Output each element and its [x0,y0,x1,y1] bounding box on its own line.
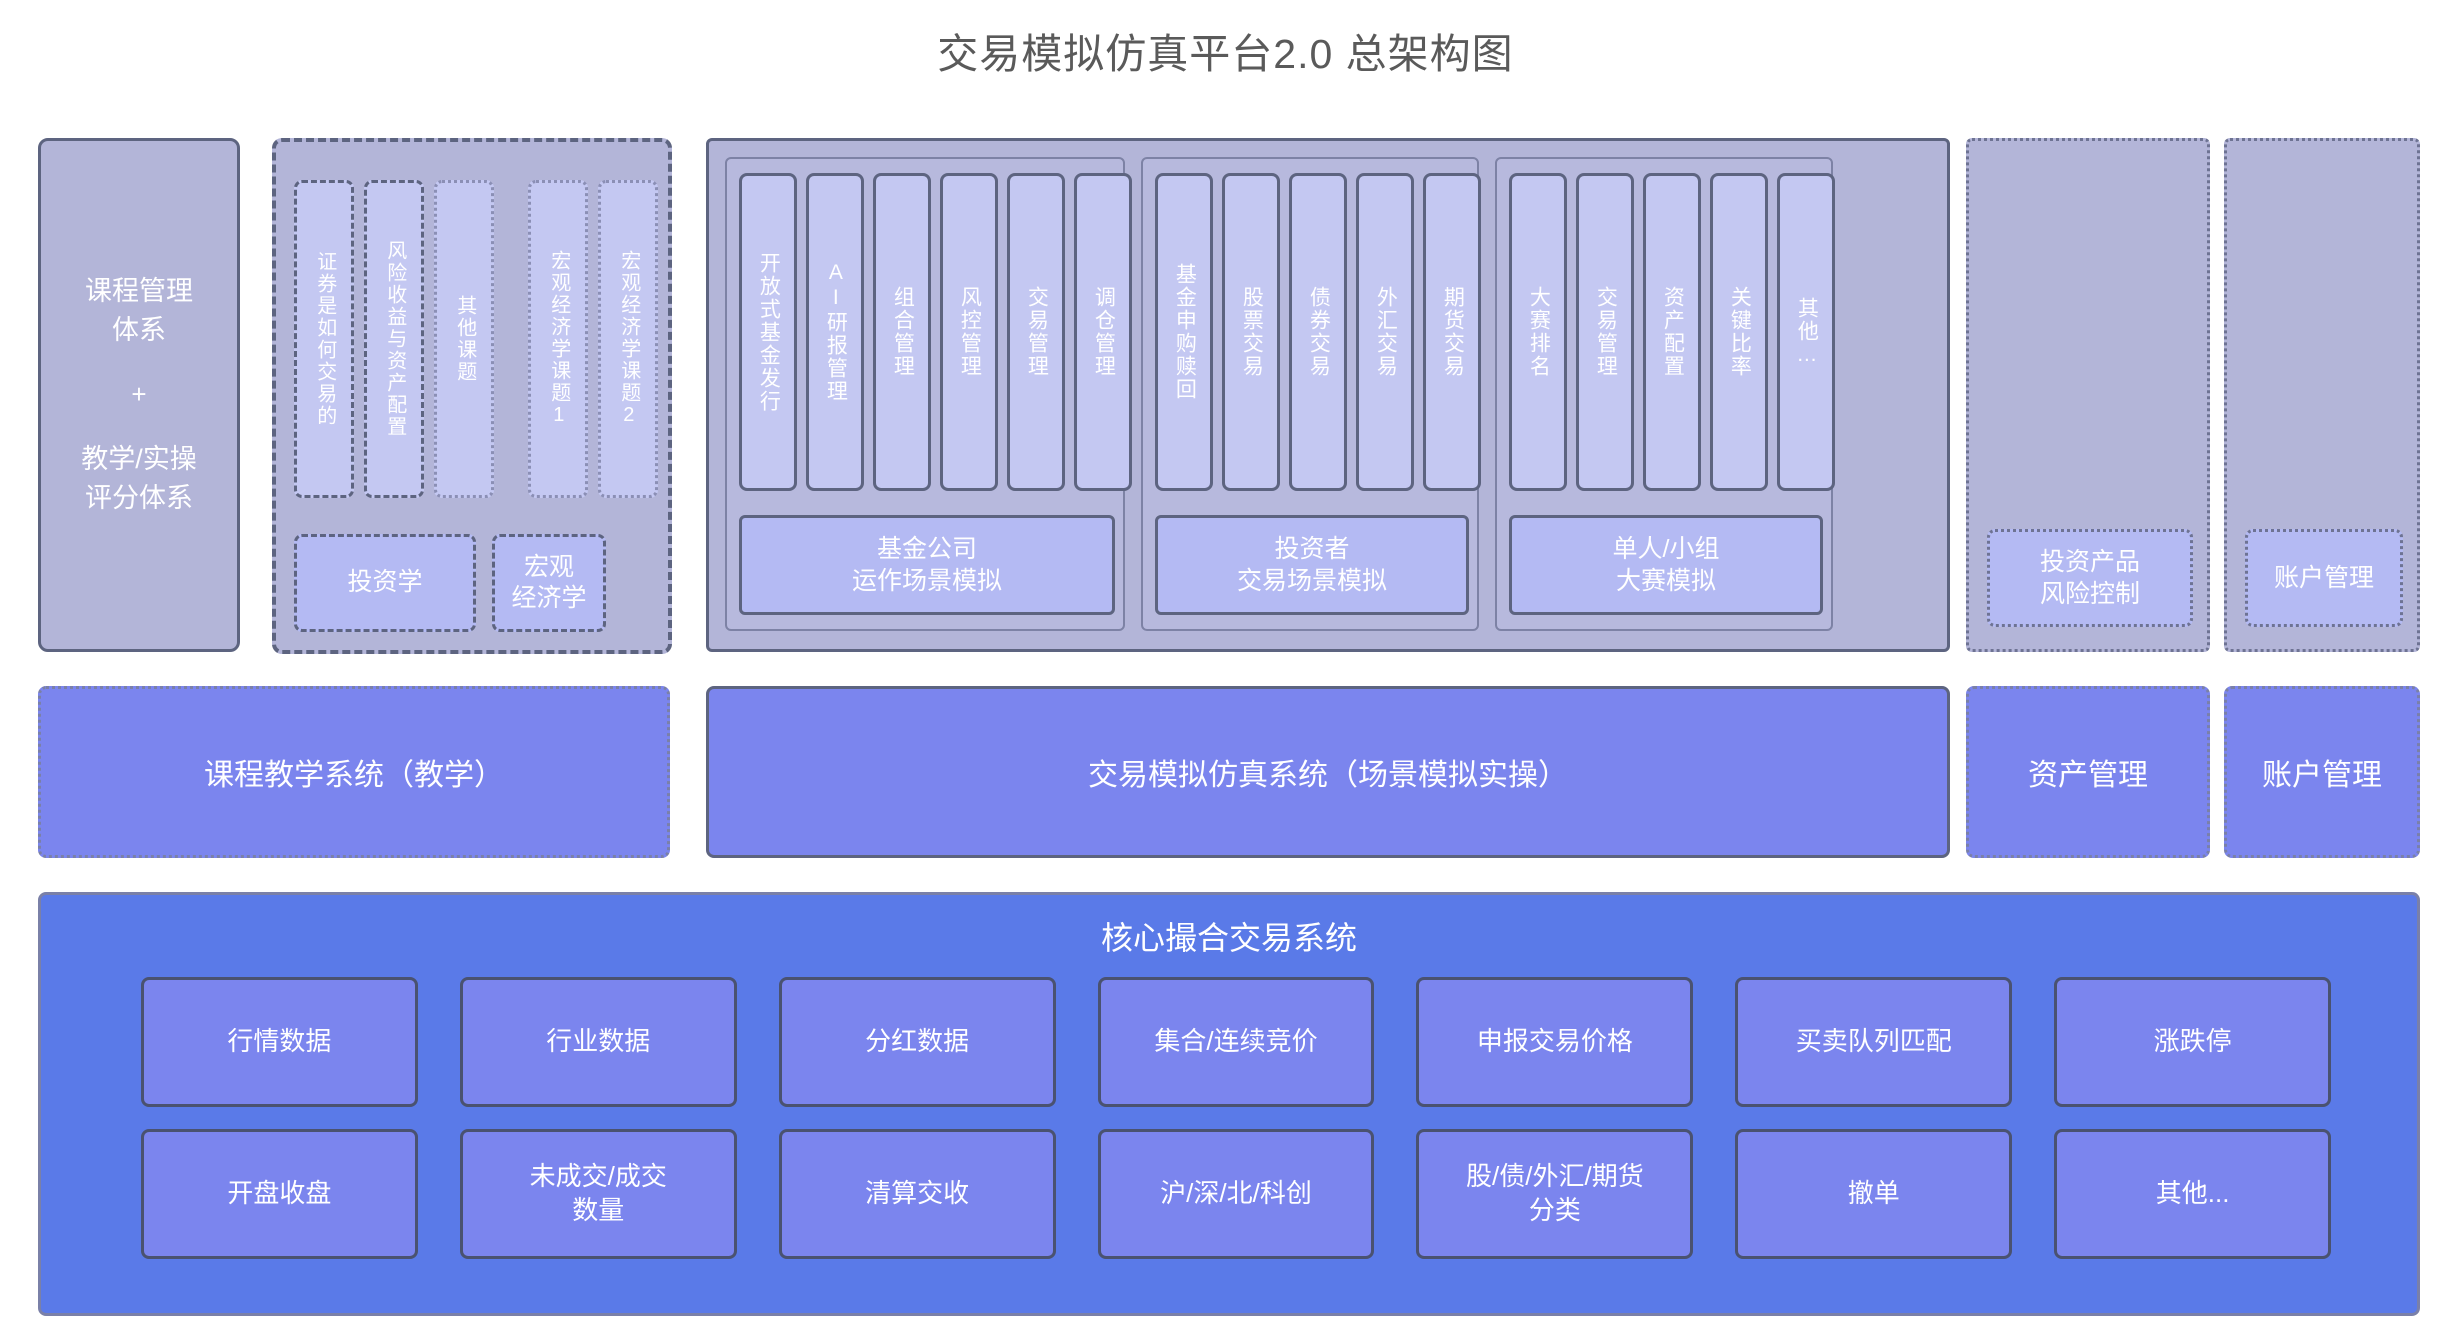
course-subject-investments[interactable]: 投资学 [294,534,476,632]
simulation-feature-panel: 开放式基金发行 AI研报管理 组合管理 风控管理 交易管理 调仓管理 其他… 基… [706,138,1950,652]
core-box-auction[interactable]: 集合/连续竞价 [1097,977,1375,1107]
core-box-other[interactable]: 其他... [2054,1129,2332,1259]
item-other-contest[interactable]: 其他… [1777,173,1835,491]
course-management-panel[interactable]: 课程管理 体系 + 教学/实操 评分体系 [38,138,240,652]
scenario-fund-company[interactable]: 基金公司 运作场景模拟 [739,515,1115,615]
core-feature-grid: 行情数据 行业数据 分红数据 集合/连续竞价 申报交易价格 买卖队列匹配 涨跌停… [141,977,2332,1259]
course-management-line3: 教学/实操 [81,443,197,474]
investor-items: 基金申购赎回 股票交易 债券交易 外汇交易 期货交易 [1155,173,1481,491]
topic-column-risk-return-allocation[interactable]: 风险收益与资产配置 [364,180,424,498]
topic-column-macro-2[interactable]: 宏观经济学课题2 [598,180,658,498]
item-stock-trading[interactable]: 股票交易 [1222,173,1280,491]
scenario-investor[interactable]: 投资者 交易场景模拟 [1155,515,1469,615]
core-box-industry-data[interactable]: 行业数据 [459,977,737,1107]
course-management-line4: 评分体系 [85,482,193,513]
core-box-cancel-order[interactable]: 撤单 [1735,1129,2013,1259]
item-fx-trading[interactable]: 外汇交易 [1356,173,1414,491]
core-box-dividend-data[interactable]: 分红数据 [778,977,1056,1107]
core-box-exchanges[interactable]: 沪/深/北/科创 [1097,1129,1375,1259]
risk-control-panel: 投资产品 风险控制 [1966,138,2210,652]
scenario-competition[interactable]: 单人/小组 大赛模拟 [1509,515,1823,615]
topic-column-macro-1[interactable]: 宏观经济学课题1 [528,180,588,498]
risk-control-box[interactable]: 投资产品 风险控制 [1987,529,2193,627]
page-title: 交易模拟仿真平台2.0 总架构图 [937,31,1514,77]
course-management-line1: 课程管理 [85,275,193,306]
core-feature-row: 开盘收盘 未成交/成交数量 清算交收 沪/深/北/科创 股/债/外汇/期货分类 … [141,1129,2332,1259]
item-open-fund-issue[interactable]: 开放式基金发行 [739,173,797,491]
core-box-asset-classification[interactable]: 股/债/外汇/期货分类 [1416,1129,1694,1259]
subgroup-fund-company: 开放式基金发行 AI研报管理 组合管理 风控管理 交易管理 调仓管理 其他… 基… [725,157,1199,631]
course-subjects: 投资学 宏观 经济学 [294,534,606,632]
core-matching-system: 核心撮合交易系统 行情数据 行业数据 分红数据 集合/连续竞价 申报交易价格 买… [38,892,2420,1316]
item-ai-research-report[interactable]: AI研报管理 [806,173,864,491]
item-contest-ranking[interactable]: 大赛排名 [1509,173,1567,491]
item-trade-management[interactable]: 交易管理 [1007,173,1065,491]
plus-symbol: + [131,379,147,410]
subgroup-investor: 基金申购赎回 股票交易 债券交易 外汇交易 期货交易 投资者 交易场景模拟 [1141,157,1481,631]
core-box-order-price[interactable]: 申报交易价格 [1416,977,1694,1107]
course-topic-columns: 证券是如何交易的 风险收益与资产配置 其他课题 宏观经济学课题1 宏观经济学课题… [294,180,658,498]
item-bond-trading[interactable]: 债券交易 [1289,173,1347,491]
item-rebalance-management[interactable]: 调仓管理 [1074,173,1132,491]
item-portfolio-management[interactable]: 组合管理 [873,173,931,491]
system-trading-simulation[interactable]: 交易模拟仿真系统（场景模拟实操） [706,686,1950,858]
account-management-panel: 账户管理 [2224,138,2420,652]
core-box-filled-unfilled-qty[interactable]: 未成交/成交数量 [459,1129,737,1259]
column-spacer [504,180,518,492]
core-feature-row: 行情数据 行业数据 分红数据 集合/连续竞价 申报交易价格 买卖队列匹配 涨跌停 [141,977,2332,1107]
item-futures-trading[interactable]: 期货交易 [1423,173,1481,491]
feature-band: 课程管理 体系 + 教学/实操 评分体系 证券是如何交易的 风险收益与资产配置 … [0,138,2451,654]
core-box-market-data[interactable]: 行情数据 [141,977,418,1107]
topic-column-securities-trading[interactable]: 证券是如何交易的 [294,180,354,498]
topic-column-other[interactable]: 其他课题 [434,180,494,498]
system-asset-management[interactable]: 资产管理 [1966,686,2210,858]
item-key-ratios[interactable]: 关键比率 [1710,173,1768,491]
course-subject-macroeconomics[interactable]: 宏观 经济学 [492,534,606,632]
core-box-clearing-settlement[interactable]: 清算交收 [778,1129,1056,1259]
item-contest-trade-management[interactable]: 交易管理 [1576,173,1634,491]
item-asset-allocation[interactable]: 资产配置 [1643,173,1701,491]
subgroup-competition: 大赛排名 交易管理 资产配置 关键比率 其他… 单人/小组 大赛模拟 [1495,157,1835,631]
system-course-teaching[interactable]: 课程教学系统（教学） [38,686,670,858]
account-management-box[interactable]: 账户管理 [2245,529,2403,627]
item-fund-subscribe-redeem[interactable]: 基金申购赎回 [1155,173,1213,491]
system-band: 课程教学系统（教学） 交易模拟仿真系统（场景模拟实操） 资产管理 账户管理 [0,686,2451,858]
competition-items: 大赛排名 交易管理 资产配置 关键比率 其他… [1509,173,1835,491]
course-management-line2: 体系 [112,315,166,346]
core-box-order-queue-matching[interactable]: 买卖队列匹配 [1735,977,2013,1107]
core-system-title: 核心撮合交易系统 [1100,920,1357,956]
item-risk-control[interactable]: 风控管理 [940,173,998,491]
fund-company-items: 开放式基金发行 AI研报管理 组合管理 风控管理 交易管理 调仓管理 其他… [739,173,1199,491]
system-account-management[interactable]: 账户管理 [2224,686,2420,858]
core-box-price-limit[interactable]: 涨跌停 [2054,977,2332,1107]
course-topics-group: 证券是如何交易的 风险收益与资产配置 其他课题 宏观经济学课题1 宏观经济学课题… [272,138,672,654]
core-box-open-close[interactable]: 开盘收盘 [141,1129,418,1259]
